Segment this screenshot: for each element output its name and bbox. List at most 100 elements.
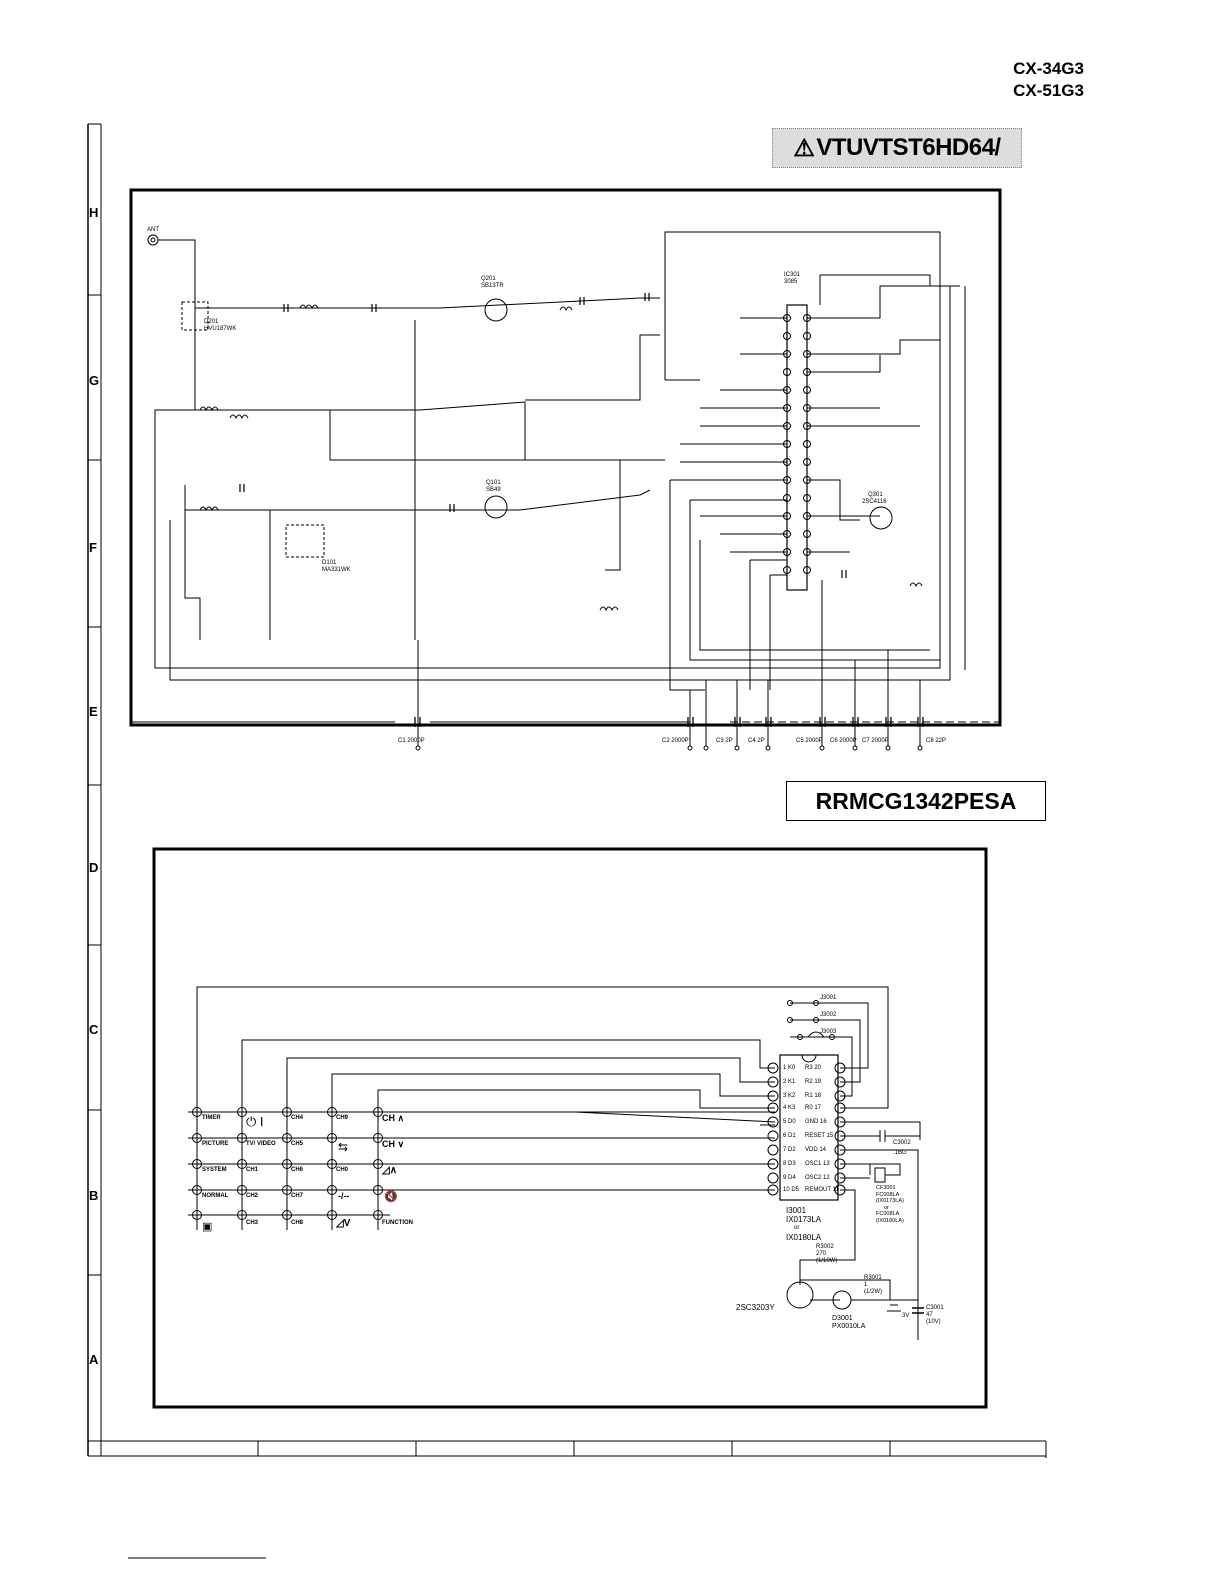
- key-ch6: CH6: [291, 1167, 304, 1173]
- q3001-label: 2SC3203Y: [736, 1303, 775, 1312]
- key-ch1: CH1: [246, 1167, 259, 1173]
- r3001-value: 1: [864, 1282, 868, 1288]
- cap-c5: C5 2000P: [796, 738, 823, 744]
- r3002-value: 270: [816, 1251, 827, 1257]
- ic-pin-19: R2 19: [805, 1079, 822, 1085]
- d3001-label: D3001 PX0010LA: [832, 1315, 865, 1331]
- jumper-j3002: J3002: [820, 1012, 837, 1018]
- key-ch5: CH5: [291, 1141, 304, 1147]
- grid-row-b: B: [89, 1188, 99, 1203]
- cf3001-or: or: [884, 1204, 889, 1211]
- cap-c4: C4 2P: [748, 738, 765, 744]
- ic-name: I3001: [786, 1206, 807, 1215]
- key-matrix-nodes: [192, 1107, 383, 1220]
- grid-row-f: F: [89, 540, 97, 555]
- safety-warning-badge: ⚠ VTUVTST6HD64/: [772, 128, 1022, 168]
- ic-pin-5: 5 D0: [783, 1119, 796, 1125]
- ic301-label: IC301: [784, 272, 801, 278]
- cf3001-type-1: FC008LA: [876, 1191, 900, 1198]
- ic-pin-4: 4 K3: [783, 1105, 796, 1111]
- c3001-value: 47: [926, 1312, 933, 1318]
- key-ch2: CH2: [246, 1193, 259, 1199]
- d101-label: D101: [322, 560, 337, 566]
- key-ch3: CH3: [246, 1220, 259, 1226]
- cap-c1: C1 2000P: [398, 738, 425, 744]
- key-ch9: CH9: [336, 1115, 349, 1121]
- part-number-box: RRMCG1342PESA: [786, 781, 1046, 821]
- grid-row-g: G: [89, 373, 100, 388]
- battery-label: 3V: [902, 1313, 910, 1319]
- d3001-name: D3001: [832, 1315, 853, 1322]
- ic-pin-3: 3 K2: [783, 1093, 796, 1099]
- cap-c2: C2 2000P: [662, 738, 689, 744]
- ic-pin-8: 8 D3: [783, 1161, 796, 1167]
- cap-c7: C7 2000P: [862, 738, 889, 744]
- ic-pin-15: RESET 15: [805, 1133, 834, 1139]
- ic-pin-2: 2 K1: [783, 1079, 796, 1085]
- r3002-name: R3002: [816, 1244, 834, 1250]
- c3002-value: .1BG: [893, 1150, 907, 1156]
- r3002-rating: (1/10W): [816, 1258, 838, 1264]
- r3001-rating: (1/2W): [864, 1289, 882, 1295]
- ic-pin-16: GND 16: [805, 1119, 827, 1125]
- key-power: ⏻ I: [246, 1114, 264, 1129]
- ic-pin-9: 9 D4: [783, 1175, 796, 1181]
- q201-type: SB13TR: [481, 283, 504, 289]
- warning-code: VTUVTST6HD64/: [816, 134, 1001, 161]
- antenna-label: ANT: [147, 227, 159, 233]
- key-tv-video: TV/ VIDEO: [246, 1141, 276, 1147]
- c3002-label: C3002: [893, 1140, 911, 1146]
- q301-symbol: [869, 506, 893, 530]
- jumper-j3003: J3003: [820, 1029, 837, 1035]
- ic-type-1: IX0173LA: [786, 1215, 822, 1224]
- ic-pin-7: 7 D2: [783, 1147, 796, 1153]
- ic-pin-10: 10 D5: [783, 1187, 800, 1193]
- ic-pin-6: 6 D1: [783, 1133, 796, 1139]
- cf3001-label: CF3001 FC008LA (IX0173LA) or FC008LA (IX…: [876, 1185, 904, 1224]
- screen-icon: ▣: [202, 1221, 213, 1233]
- d201-type: HVU187WK: [204, 326, 237, 332]
- model-number-2: CX-51G3: [1013, 81, 1084, 100]
- key-normal: NORMAL: [202, 1193, 229, 1199]
- ic-pin-13: OSC1 13: [805, 1161, 830, 1167]
- key-dash: -/--: [338, 1191, 350, 1201]
- cf3001-ic-1: (IX0173LA): [876, 1198, 904, 1204]
- c3001-label: C3001 47 (10V): [926, 1305, 944, 1326]
- q301-label: Q301: [868, 492, 883, 498]
- c3001-name: C3001: [926, 1305, 944, 1311]
- key-system: SYSTEM: [202, 1167, 227, 1173]
- q101-label: Q101: [486, 480, 501, 486]
- cap-c6: C6 2000P: [830, 738, 857, 744]
- key-function: FUNCTION: [382, 1220, 413, 1226]
- grid-row-d: D: [89, 860, 99, 875]
- cap-c3: C3 2P: [716, 738, 733, 744]
- jumper-j3001: J3001: [820, 995, 837, 1001]
- key-ch7: CH7: [291, 1193, 304, 1199]
- cf3001-type-2: FC008LA: [876, 1211, 900, 1217]
- ic-pin-20: R3 20: [805, 1065, 822, 1071]
- grid-row-h: H: [89, 205, 99, 220]
- grid-row-e: E: [89, 704, 98, 719]
- ic-type-2: IX0180LA: [786, 1233, 822, 1242]
- q3001-symbol: [786, 1281, 814, 1309]
- d3001-type: PX0010LA: [832, 1323, 866, 1330]
- d201-label: D201: [204, 319, 219, 325]
- model-number-1: CX-34G3: [1013, 59, 1084, 78]
- swap-icon: ⇆: [338, 1140, 349, 1154]
- cf3001-ic-2: (IX0180LA): [876, 1217, 904, 1224]
- key-ch-down: CH ∨: [382, 1139, 405, 1149]
- r3002-label: R3002 270 (1/10W): [816, 1244, 837, 1265]
- key-picture: PICTURE: [202, 1141, 229, 1147]
- key-ch0: CH0: [336, 1167, 349, 1173]
- q201-symbol: [484, 298, 508, 322]
- r3001-name: R3001: [864, 1275, 882, 1281]
- ic-pin-1: 1 K0: [783, 1065, 796, 1071]
- cf3001-name: CF3001: [876, 1185, 896, 1191]
- d101-type: MA331WK: [322, 567, 351, 573]
- c3001-rating: (10V): [926, 1319, 941, 1325]
- grid-row-a: A: [89, 1352, 99, 1367]
- key-ch8: CH8: [291, 1220, 304, 1226]
- q201-label: Q201: [481, 276, 496, 282]
